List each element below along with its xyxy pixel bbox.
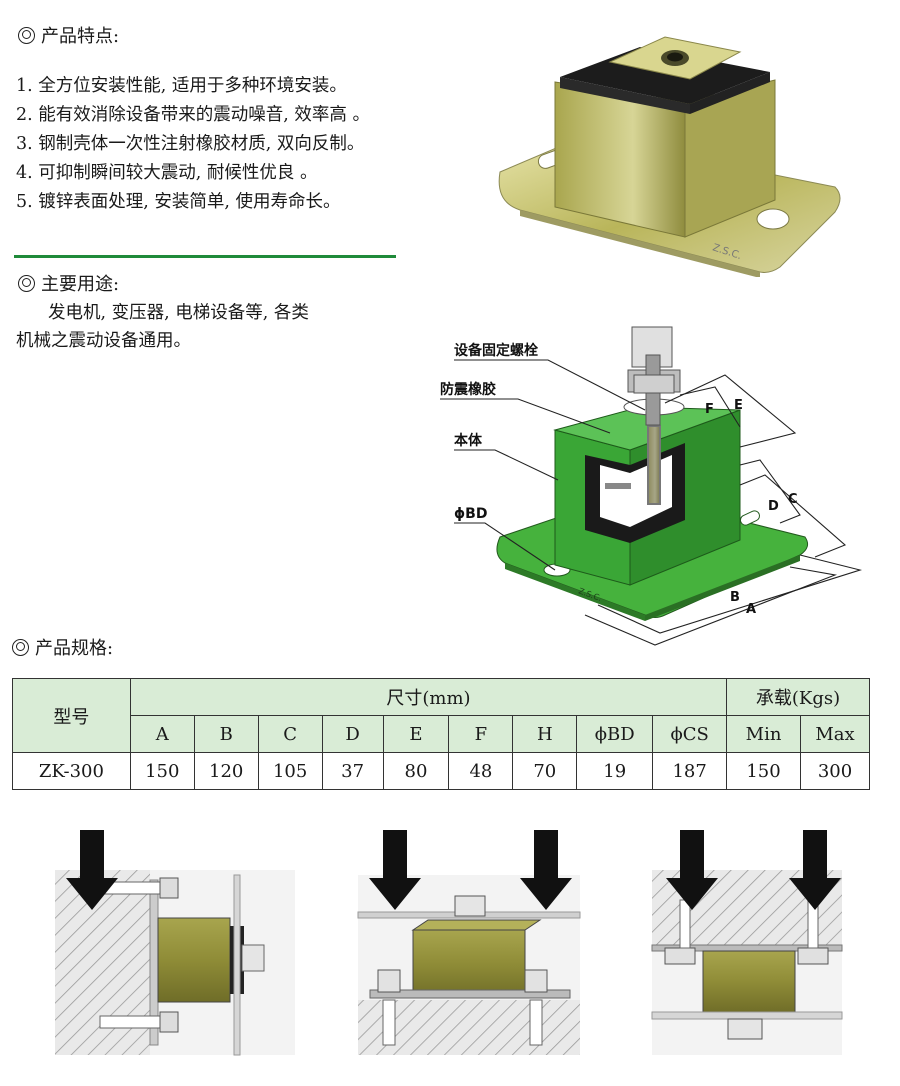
cell-h: 70 xyxy=(512,752,578,790)
table-row: ZK-300 150 120 105 37 80 48 70 19 187 15… xyxy=(12,752,870,790)
header-cs: ϕCS xyxy=(652,715,728,753)
dim-c: C xyxy=(788,492,798,507)
double-circle-icon xyxy=(12,638,29,656)
feature-item: 1. 全方位安装性能, 适用于多种环境安装。 xyxy=(16,76,347,96)
cell-c: 105 xyxy=(257,752,323,790)
install-ceiling-panel xyxy=(651,830,843,1055)
arrow-down-icon xyxy=(369,830,421,910)
cell-f: 48 xyxy=(448,752,514,790)
arrow-down-icon xyxy=(789,830,841,910)
header-c: C xyxy=(257,715,323,753)
feature-item: 4. 可抑制瞬间较大震动, 耐候性优良 。 xyxy=(16,163,318,183)
header-min: Min xyxy=(726,715,801,753)
installation-illustrations xyxy=(55,830,843,1056)
dim-f: F xyxy=(705,402,714,417)
green-divider xyxy=(14,255,396,258)
spec-table: 型号 尺寸(mm) 承载(Kgs) A B C D E F H ϕBD ϕCS … xyxy=(12,678,870,790)
specs-heading: 产品规格: xyxy=(12,634,113,660)
header-max: Max xyxy=(800,715,870,753)
cell-cs: 187 xyxy=(652,752,728,790)
dim-b: B xyxy=(730,590,740,605)
cell-d: 37 xyxy=(321,752,384,790)
product-photo: Z.S.C. xyxy=(498,36,841,277)
feature-item: 5. 镀锌表面处理, 安装简单, 使用寿命长。 xyxy=(16,192,341,212)
feature-item: 3. 钢制壳体一次性注射橡胶材质, 双向反制。 xyxy=(16,134,365,154)
install-floor-panel xyxy=(357,830,581,1055)
header-d: D xyxy=(321,715,384,753)
header-load-group: 承载(Kgs) xyxy=(726,678,870,716)
features-title: 产品特点: xyxy=(41,26,120,47)
cell-a: 150 xyxy=(129,752,195,790)
header-f: F xyxy=(448,715,514,753)
cell-model: ZK-300 xyxy=(12,752,131,790)
arrow-down-icon xyxy=(66,830,118,910)
header-a: A xyxy=(129,715,195,753)
usage-line-1: 发电机, 变压器, 电梯设备等, 各类 xyxy=(48,303,309,323)
features-list: 1. 全方位安装性能, 适用于多种环境安装。 2. 能有效消除设备带来的震动噪音… xyxy=(16,72,370,217)
dim-e: E xyxy=(734,398,743,413)
usage-title: 主要用途: xyxy=(41,274,120,295)
label-bd: ϕBD xyxy=(454,506,487,522)
header-model: 型号 xyxy=(12,678,131,753)
specs-title: 产品规格: xyxy=(35,638,114,659)
label-body: 本体 xyxy=(454,432,483,449)
dim-d: D xyxy=(768,499,779,514)
usage-line-2: 机械之震动设备通用。 xyxy=(16,331,191,351)
usage-heading: 主要用途: xyxy=(18,270,119,296)
dim-a: A xyxy=(746,602,756,617)
header-bd: ϕBD xyxy=(576,715,654,753)
label-rubber: 防震橡胶 xyxy=(440,381,496,398)
cell-b: 120 xyxy=(193,752,259,790)
label-bolt: 设备固定螺栓 xyxy=(454,342,538,359)
double-circle-icon xyxy=(18,274,35,292)
cell-bd: 19 xyxy=(576,752,654,790)
features-heading: 产品特点: xyxy=(18,22,119,48)
feature-item: 2. 能有效消除设备带来的震动噪音, 效率高 。 xyxy=(16,105,370,125)
cell-max: 300 xyxy=(800,752,870,790)
double-circle-icon xyxy=(18,26,35,44)
header-size-group: 尺寸(mm) xyxy=(129,678,728,716)
cell-min: 150 xyxy=(726,752,801,790)
arrow-down-icon xyxy=(520,830,572,910)
header-b: B xyxy=(193,715,259,753)
arrow-down-icon xyxy=(666,830,718,910)
header-h: H xyxy=(512,715,578,753)
header-e: E xyxy=(382,715,450,753)
technical-diagram: Z.S.C. 设备固定螺栓 防震橡胶 本体 ϕBD F E D C B A xyxy=(440,326,863,646)
usage-text: 发电机, 变压器, 电梯设备等, 各类 机械之震动设备通用。 xyxy=(16,299,309,355)
install-wall-panel xyxy=(55,830,295,1056)
cell-e: 80 xyxy=(382,752,450,790)
